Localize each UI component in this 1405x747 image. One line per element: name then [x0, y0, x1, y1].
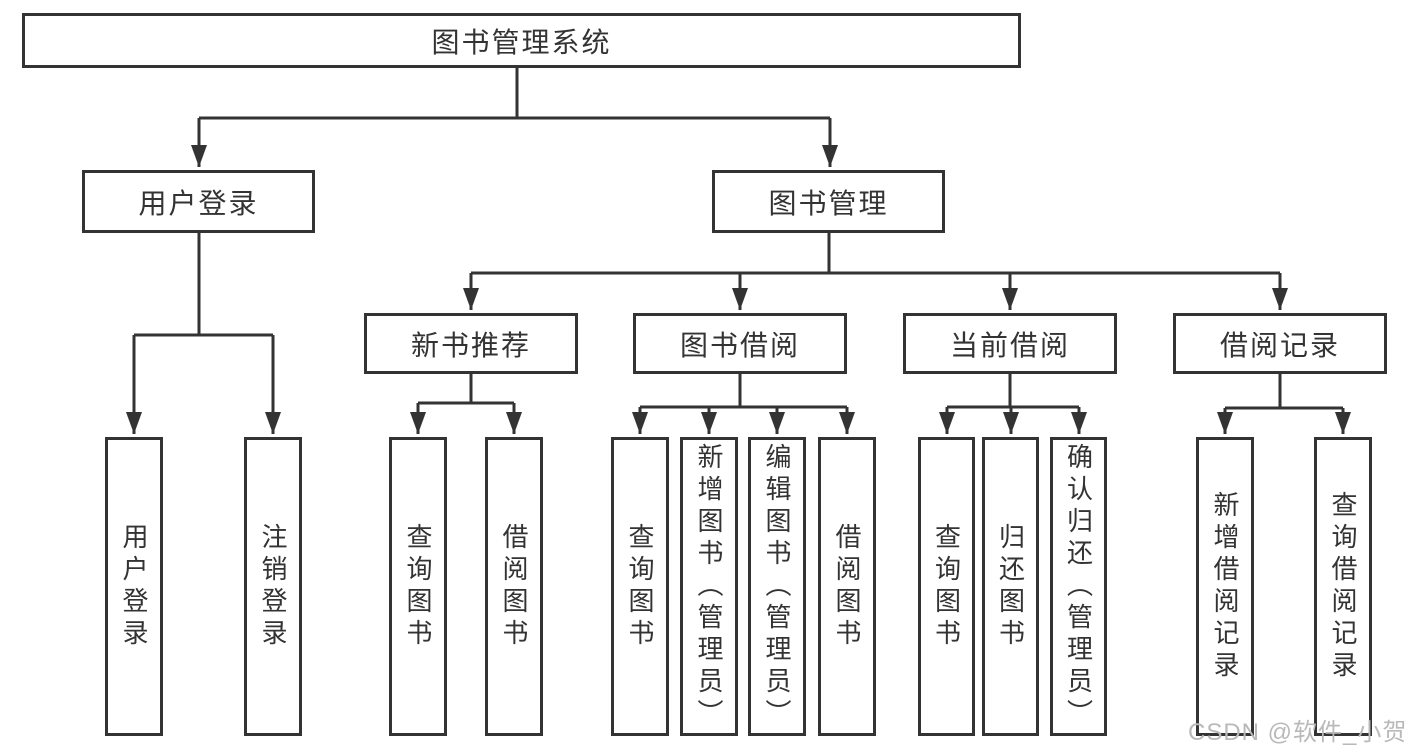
- leaf-add-book-admin: 新增图书（管理员）: [680, 437, 738, 736]
- leaf-query-books-borrowing: 查询图书: [611, 437, 669, 736]
- node-root: 图书管理系统: [22, 13, 1021, 68]
- leaf-add-borrow-record: 新增借阅记录: [1196, 437, 1254, 736]
- leaf-edit-book-admin: 编辑图书（管理员）: [748, 437, 806, 736]
- leaf-return-books: 归还图书: [982, 437, 1039, 736]
- leaf-borrow-books-borrowing: 借阅图书: [818, 437, 876, 736]
- node-current-borrowing: 当前借阅: [903, 313, 1117, 374]
- node-book-management: 图书管理: [712, 170, 945, 233]
- node-user-login: 用户登录: [82, 170, 315, 233]
- leaf-query-books-recommend: 查询图书: [389, 437, 447, 736]
- leaf-query-books-current: 查询图书: [918, 437, 975, 736]
- node-book-borrowing: 图书借阅: [633, 313, 847, 374]
- leaf-user-login: 用户登录: [105, 437, 163, 736]
- csdn-watermark: CSDN @软件_小贺同学: [1188, 719, 1405, 746]
- node-borrowing-records: 借阅记录: [1173, 313, 1387, 374]
- leaf-confirm-return-admin: 确认归还（管理员）: [1050, 437, 1107, 736]
- leaf-logout: 注销登录: [244, 437, 302, 736]
- leaf-borrow-books-recommend: 借阅图书: [485, 437, 543, 736]
- node-new-book-recommend: 新书推荐: [364, 313, 578, 374]
- leaf-query-borrow-record: 查询借阅记录: [1314, 437, 1372, 736]
